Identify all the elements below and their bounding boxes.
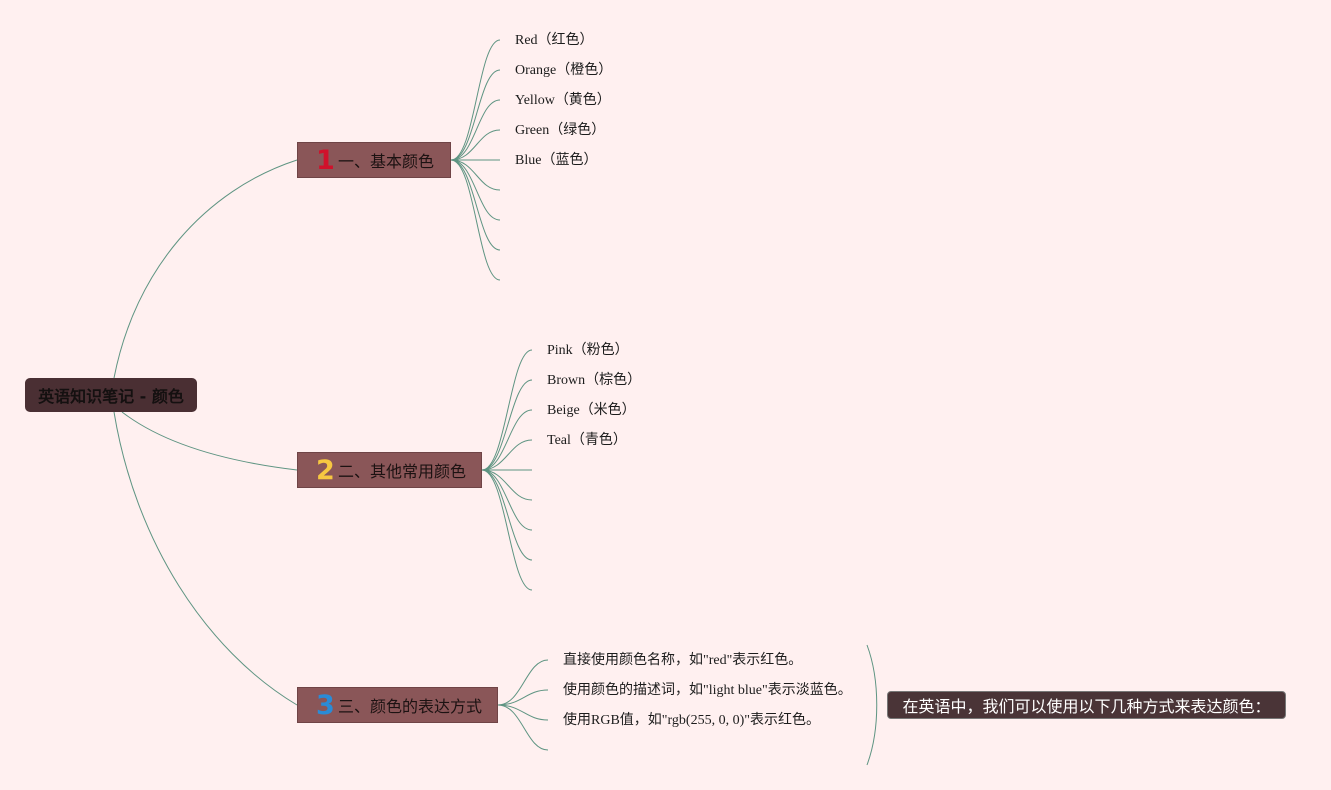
leaf-topic-pink[interactable]: Pink（粉色）: [547, 343, 629, 358]
connector-branch-2-leaf-9: [481, 469, 533, 591]
leaf-topic-color-descriptor[interactable]: 使用颜色的描述词，如"light blue"表示淡蓝色。: [563, 683, 852, 698]
leaf-topic-yellow[interactable]: Yellow（黄色）: [515, 93, 611, 108]
summary-topic-label: 在英语中，我们可以使用以下几种方式来表达颜色：: [902, 697, 1271, 716]
connector-root-branch-1: [113, 159, 298, 379]
connector-branch-2-leaf-6: [481, 469, 533, 501]
leaf-topic-green[interactable]: Green（绿色）: [515, 123, 606, 138]
leaf-topic-red[interactable]: Red（红色）: [515, 33, 594, 48]
summary-topic[interactable]: 在英语中，我们可以使用以下几种方式来表达颜色：: [887, 691, 1286, 719]
leaf-topic-beige[interactable]: Beige（米色）: [547, 403, 636, 418]
leaf-topic-rgb-value[interactable]: 使用RGB值，如"rgb(255, 0, 0)"表示红色。: [563, 713, 820, 728]
connector-branch-2-leaf-7: [481, 469, 533, 531]
leaf-topic-blue[interactable]: Blue（蓝色）: [515, 153, 598, 168]
connector-branch-1-leaf-7: [450, 159, 501, 221]
root-topic-label: 英语知识笔记 - 颜色: [38, 387, 184, 406]
branch-topic-color-expression[interactable]: 3 三、颜色的表达方式: [297, 687, 498, 723]
branch-topic-label: 一、基本颜色: [338, 152, 435, 171]
connector-branch-1-leaf-9: [450, 159, 501, 281]
connector-branch-3-leaf-3: [497, 704, 549, 721]
branch-topic-label: 三、颜色的表达方式: [338, 697, 483, 716]
number-two-icon: 2: [316, 454, 335, 486]
branch-topic-other-colors[interactable]: 2 二、其他常用颜色: [297, 452, 482, 488]
connector-branch-2-leaf-4: [481, 439, 533, 471]
summary-brace: [866, 644, 878, 766]
leaf-topic-orange[interactable]: Orange（橙色）: [515, 63, 613, 78]
connector-branch-1-leaf-2: [450, 69, 501, 161]
connector-root-branch-2: [121, 411, 298, 471]
connector-branch-1-leaf-4: [450, 129, 501, 161]
connector-branch-3-leaf-4: [497, 704, 549, 751]
connector-branch-2-leaf-1: [481, 349, 533, 471]
leaf-topic-brown[interactable]: Brown（棕色）: [547, 373, 642, 388]
connector-branch-2-leaf-3: [481, 409, 533, 471]
connector-root-branch-3: [113, 411, 298, 706]
connector-branch-3-leaf-2: [497, 689, 549, 706]
root-topic[interactable]: 英语知识笔记 - 颜色: [25, 378, 197, 412]
connector-branch-2-leaf-2: [481, 379, 533, 471]
leaf-topic-color-name[interactable]: 直接使用颜色名称，如"red"表示红色。: [563, 653, 803, 668]
number-three-icon: 3: [316, 689, 335, 721]
leaf-topic-teal[interactable]: Teal（青色）: [547, 433, 627, 448]
connector-branch-1-leaf-1: [450, 39, 501, 161]
connector-branch-1-leaf-3: [450, 99, 501, 161]
branch-topic-basic-colors[interactable]: 1 一、基本颜色: [297, 142, 451, 178]
connector-branch-3-leaf-1: [497, 659, 549, 706]
number-one-icon: 1: [316, 144, 335, 176]
connector-branch-1-leaf-6: [450, 159, 501, 191]
branch-topic-label: 二、其他常用颜色: [338, 462, 467, 481]
